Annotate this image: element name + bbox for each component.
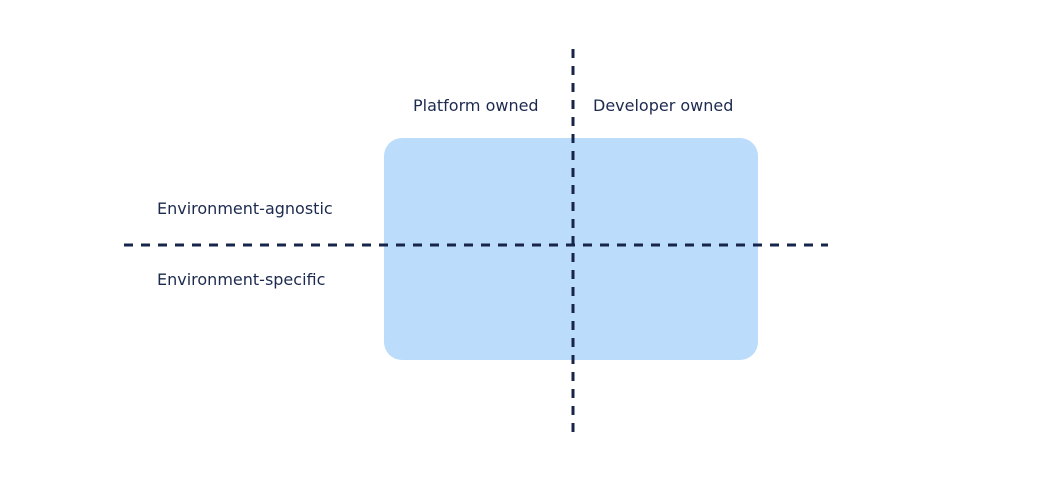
developer-owned-label: Developer owned [593, 96, 734, 115]
environment-agnostic-label: Environment-agnostic [157, 199, 333, 218]
platform-owned-label: Platform owned [413, 96, 539, 115]
highlighted-region [384, 138, 758, 360]
environment-specific-label: Environment-specific [157, 270, 326, 289]
